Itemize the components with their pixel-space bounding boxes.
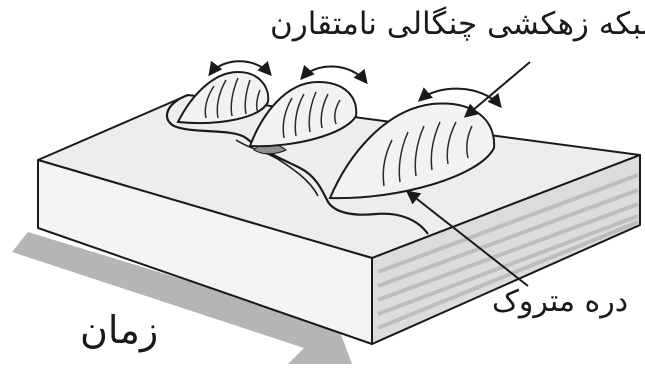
drainage-network-label: شبکه زهکشی چنگالی نامتقارن	[270, 6, 645, 42]
abandoned-valley-label: دره متروک	[492, 284, 628, 319]
pointer-arrow-icon	[466, 62, 530, 116]
rotation-arrow-icon	[302, 66, 366, 82]
time-label: زمان	[80, 308, 158, 352]
